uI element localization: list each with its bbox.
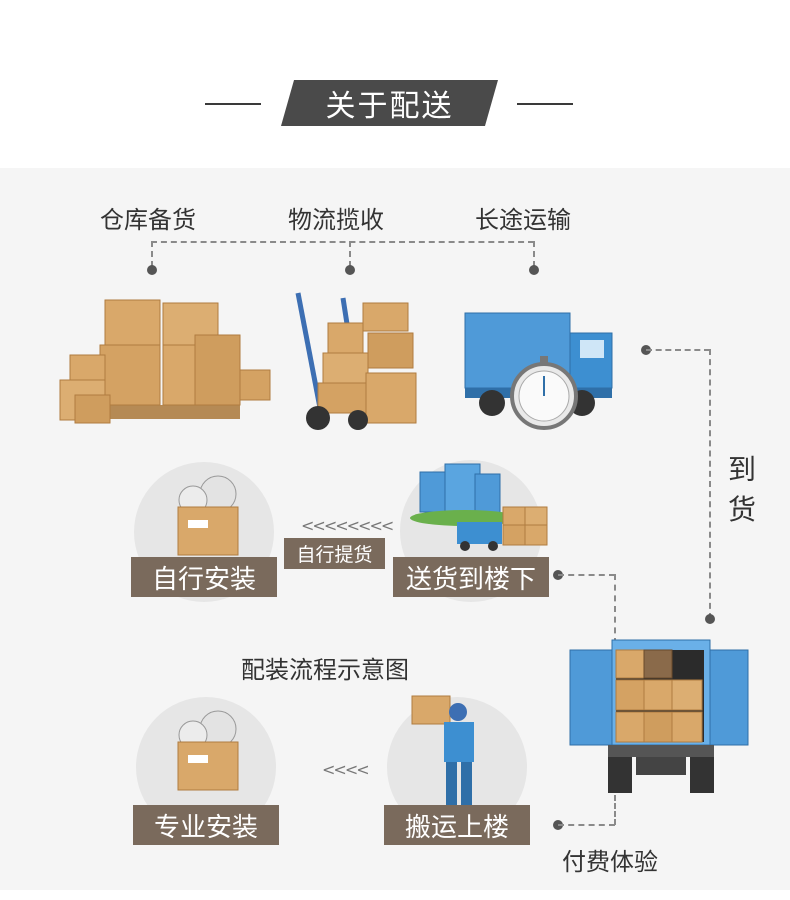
header-left-rule bbox=[205, 103, 261, 105]
connector-dot-2 bbox=[345, 265, 355, 275]
connector-drop-1 bbox=[151, 241, 153, 267]
deliver-connector-v bbox=[614, 574, 616, 644]
building-delivery-icon bbox=[410, 463, 548, 551]
diagram-title: 配装流程示意图 bbox=[241, 656, 409, 684]
header-right-rule bbox=[517, 103, 573, 105]
self-install-tag: 自行安装 bbox=[131, 557, 277, 597]
connector-dot-1 bbox=[147, 265, 157, 275]
paid-connector-v bbox=[614, 795, 616, 825]
step-warehouse-label: 仓库备货 bbox=[100, 206, 196, 234]
porter-icon bbox=[411, 695, 474, 807]
carry-upstairs-tag: 搬运上楼 bbox=[384, 805, 530, 845]
self-install-box-icon bbox=[177, 475, 239, 556]
deliver-downstairs-tag: 送货到楼下 bbox=[393, 557, 549, 597]
paid-experience-label: 付费体验 bbox=[562, 848, 658, 876]
top-connector bbox=[151, 241, 534, 243]
arrival-end-dot bbox=[705, 614, 715, 624]
step-transport-label: 长途运输 bbox=[475, 206, 571, 234]
self-pickup-tag: 自行提货 bbox=[284, 538, 385, 569]
self-pickup-chevrons: <<<<<<<< bbox=[301, 516, 394, 535]
rear-truck-icon bbox=[569, 639, 749, 793]
pro-install-box-icon bbox=[177, 710, 239, 791]
paid-connector-h bbox=[558, 824, 615, 826]
page-title: 关于配送 bbox=[281, 80, 498, 126]
carry-chevrons: <<<< bbox=[322, 760, 370, 779]
pro-install-tag: 专业安装 bbox=[133, 805, 279, 845]
connector-dot-3 bbox=[529, 265, 539, 275]
warehouse-boxes-icon bbox=[59, 299, 271, 424]
arrival-char-2: 货 bbox=[727, 493, 756, 526]
step-pickup-label: 物流揽收 bbox=[288, 206, 384, 234]
hand-truck-icon bbox=[295, 292, 417, 430]
connector-drop-2 bbox=[349, 241, 351, 267]
arrival-connector-h bbox=[646, 349, 710, 351]
connector-drop-3 bbox=[533, 241, 535, 267]
arrival-char-1: 到 bbox=[727, 453, 756, 486]
truck-stopwatch-icon bbox=[464, 312, 613, 430]
arrival-connector-v bbox=[709, 349, 711, 619]
deliver-connector-h bbox=[558, 574, 615, 576]
